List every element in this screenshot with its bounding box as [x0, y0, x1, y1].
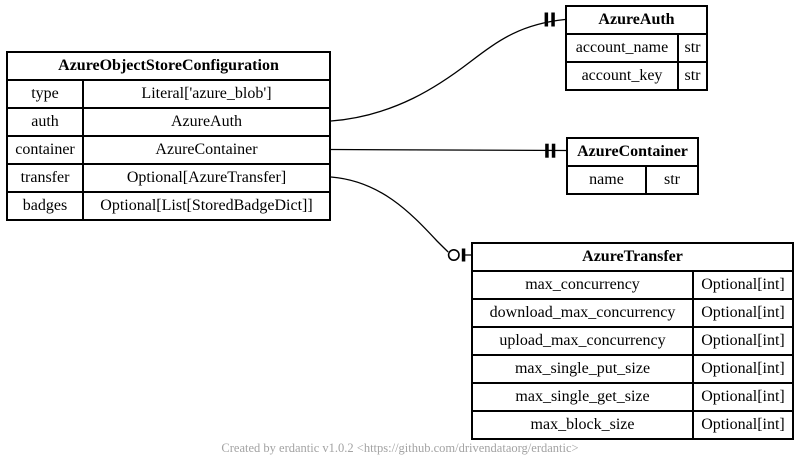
field-type: Optional[int]: [693, 383, 793, 411]
field-row: account_name str: [566, 34, 707, 62]
field-row: account_key str: [566, 62, 707, 90]
field-type: Optional[int]: [693, 355, 793, 383]
field-name: account_name: [566, 34, 678, 62]
entity-azure-object-store-configuration: AzureObjectStoreConfiguration type Liter…: [6, 51, 331, 221]
one-marker-bar-icon: [544, 12, 549, 27]
footer-credit: Created by erdantic v1.0.2 <https://gith…: [221, 441, 579, 455]
field-type: Optional[List[StoredBadgeDict]]: [83, 192, 330, 220]
field-type: Optional[AzureTransfer]: [83, 164, 330, 192]
field-type: Optional[int]: [693, 299, 793, 327]
field-row: type Literal['azure_blob']: [7, 80, 330, 108]
entity-title: AzureObjectStoreConfiguration: [7, 52, 330, 80]
field-type: str: [678, 34, 707, 62]
field-type: AzureContainer: [83, 136, 330, 164]
field-name: max_single_get_size: [472, 383, 693, 411]
edge-auth-to-azureauth: [330, 18, 566, 122]
field-row: transfer Optional[AzureTransfer]: [7, 164, 330, 192]
field-name: download_max_concurrency: [472, 299, 693, 327]
field-name: max_concurrency: [472, 271, 693, 299]
field-type: Literal['azure_blob']: [83, 80, 330, 108]
field-name: max_single_put_size: [472, 355, 693, 383]
field-row: max_single_get_size Optional[int]: [472, 383, 793, 411]
field-type: str: [646, 166, 698, 194]
field-row: upload_max_concurrency Optional[int]: [472, 327, 793, 355]
field-row: auth AzureAuth: [7, 108, 330, 136]
entity-title: AzureTransfer: [472, 243, 793, 271]
zero-or-one-circle-icon: [447, 249, 460, 262]
entity-title: AzureContainer: [567, 138, 698, 166]
field-type: AzureAuth: [83, 108, 330, 136]
edge-transfer-to-azuretransfer: [330, 176, 449, 253]
field-row: name str: [567, 166, 698, 194]
field-name: container: [7, 136, 83, 164]
entity-azure-container: AzureContainer name str: [566, 137, 699, 195]
field-row: max_single_put_size Optional[int]: [472, 355, 793, 383]
field-name: upload_max_concurrency: [472, 327, 693, 355]
entity-azure-auth: AzureAuth account_name str account_key s…: [565, 5, 708, 91]
entity-title: AzureAuth: [566, 6, 707, 34]
field-name: type: [7, 80, 83, 108]
field-row: download_max_concurrency Optional[int]: [472, 299, 793, 327]
field-type: Optional[int]: [693, 271, 793, 299]
field-row: max_block_size Optional[int]: [472, 411, 793, 439]
field-name: max_block_size: [472, 411, 693, 439]
field-name: badges: [7, 192, 83, 220]
field-name: account_key: [566, 62, 678, 90]
one-marker-bar-icon: [551, 12, 555, 27]
field-name: auth: [7, 108, 83, 136]
entity-azure-transfer: AzureTransfer max_concurrency Optional[i…: [471, 242, 794, 440]
one-marker-bar-icon: [545, 143, 549, 158]
field-row: container AzureContainer: [7, 136, 330, 164]
field-type: Optional[int]: [693, 327, 793, 355]
field-type: Optional[int]: [693, 411, 793, 439]
field-name: transfer: [7, 164, 83, 192]
field-name: name: [567, 166, 646, 194]
edge-container-to-azurecontainer: [330, 148, 567, 152]
one-marker-bar-icon: [551, 143, 556, 158]
field-type: str: [678, 62, 707, 90]
field-row: max_concurrency Optional[int]: [472, 271, 793, 299]
field-row: badges Optional[List[StoredBadgeDict]]: [7, 192, 330, 220]
zero-or-one-bar-icon: [461, 248, 466, 262]
